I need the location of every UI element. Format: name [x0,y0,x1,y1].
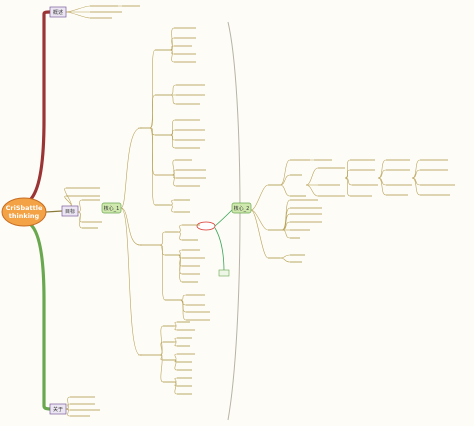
branch-connector [173,321,178,327]
branch-connector [177,224,183,233]
branch-connector [281,229,291,239]
hub-right-label: 核心_2 [234,205,250,212]
branch-connector [411,177,421,186]
center-topic-line2: thinking [9,212,40,220]
branch-connector [77,199,83,213]
branch-connector [169,119,176,136]
branch-connector [344,159,351,179]
branch-connector [173,337,178,343]
branch-connector [179,299,187,321]
branch-connector [159,354,164,383]
mid-box[interactable] [61,205,79,217]
branch-connector [169,129,176,136]
branch-connector [149,94,156,129]
branch-connector [344,169,351,179]
branch-connector [377,177,387,196]
bottom-main-branch [28,222,51,411]
branch-connector [250,184,269,211]
branch-connector [173,325,178,331]
branch-connector [177,231,183,241]
branch-connector [279,159,291,186]
branch-connector [305,167,319,186]
hub-left[interactable] [101,202,122,214]
branch-connector [65,408,71,417]
branch-connector [159,341,164,356]
branch-connector [171,174,177,187]
branch-connector [377,169,387,179]
branch-connector [169,134,176,149]
top-box-label: 概述 [53,9,63,16]
branch-connector [279,254,291,259]
bottom-box[interactable] [49,403,67,415]
branch-connector [279,174,291,186]
branch-connector [169,94,177,105]
branch-connector [377,159,387,179]
branch-connector [411,159,421,179]
branch-connector [279,257,291,263]
bottom-box-label: 关于 [53,406,63,413]
branch-connector [65,5,91,13]
branch-connector [65,11,91,19]
branch-connector [169,204,175,213]
branch-connector [169,45,175,51]
small-node[interactable] [218,269,230,277]
branch-connector [77,211,83,229]
branch-connector [305,184,319,197]
branch-connector [411,177,421,196]
branch-connector [169,84,177,96]
branch-connector [344,177,351,197]
branch-connector [169,199,175,206]
top-main-branch [28,10,51,202]
branch-connector [250,209,269,259]
center-topic[interactable] [1,197,47,227]
branch-connector [173,353,178,361]
mid-main-branch [45,210,63,213]
hub-left-label: 核心_1 [104,205,120,212]
branch-connector [177,254,183,283]
center-bracket [120,127,141,356]
highlight-link [214,209,233,273]
branch-connector [173,359,178,371]
branch-lines [64,5,455,417]
mid-box-label: 目标 [65,208,75,215]
branch-connector [173,381,178,395]
right-bracket [227,21,241,421]
branch-connector [171,169,177,176]
branch-connector [177,249,183,256]
branch-connector [279,184,291,197]
branch-connector [159,244,166,256]
branch-connector [411,169,421,179]
branch-connector [159,244,166,301]
branch-connector [149,127,156,206]
branch-connector [344,177,353,186]
hub-right[interactable] [231,202,252,214]
branch-connector [173,341,178,347]
branch-connector [149,127,156,136]
top-box[interactable] [49,6,67,18]
center-topic-line1: CriSbattle [6,204,43,212]
branch-connector [159,231,166,246]
branch-connector [171,159,176,176]
branch-connector [169,49,175,63]
branch-connector [65,403,71,410]
branch-connector [64,187,72,207]
highlight-node[interactable] [196,221,216,231]
branch-connector [159,325,164,356]
branch-connector [179,294,187,301]
branch-connector [149,49,156,129]
branch-connector [173,377,178,383]
branch-connector [377,177,387,186]
